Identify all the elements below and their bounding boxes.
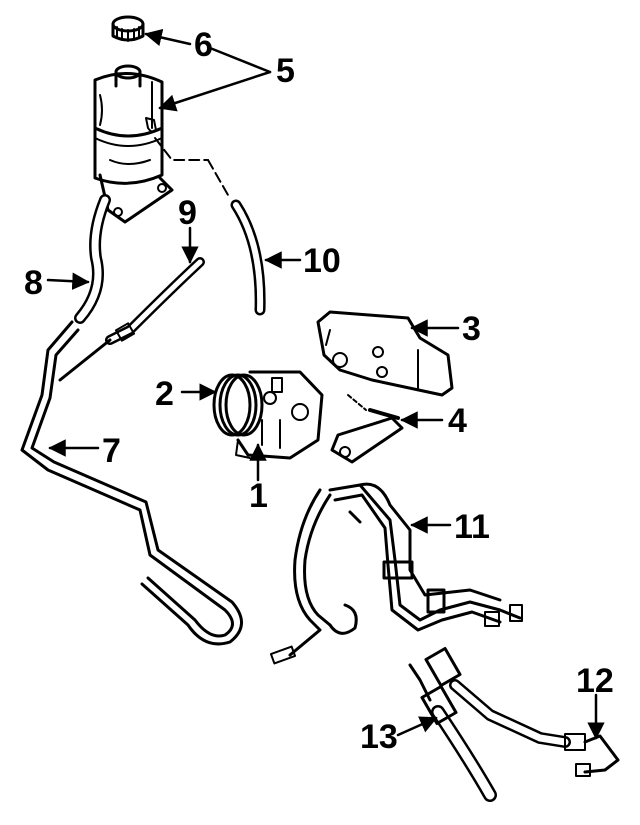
callout-10: 10 xyxy=(303,242,341,280)
reservoir-part xyxy=(93,64,174,224)
callout-8: 8 xyxy=(24,264,43,302)
feed-hose-part xyxy=(74,194,111,324)
bracket-part xyxy=(316,310,454,397)
cooler-pipe-part xyxy=(20,320,243,646)
adjuster-part xyxy=(330,394,404,464)
leader-5a xyxy=(158,70,272,112)
reservoir-cap-part xyxy=(111,15,145,42)
callout-1: 1 xyxy=(249,477,268,515)
return-hose-part xyxy=(154,137,266,316)
leader-13 xyxy=(396,716,438,737)
callout-2: 2 xyxy=(155,375,174,413)
callout-12: 12 xyxy=(576,662,614,700)
callout-leaders xyxy=(46,28,605,740)
pump-inlet-hose-part xyxy=(105,257,205,345)
callout-7: 7 xyxy=(102,432,121,470)
callout-4: 4 xyxy=(448,402,467,440)
leader-8 xyxy=(46,272,90,290)
callout-3: 3 xyxy=(462,310,481,348)
callout-labels: 1 2 3 4 5 6 7 8 9 10 11 12 13 xyxy=(24,26,614,756)
hose-13-part xyxy=(408,663,497,802)
callout-9: 9 xyxy=(178,194,197,232)
line-12-part xyxy=(424,647,620,777)
callout-11: 11 xyxy=(454,508,490,546)
leader-6 xyxy=(144,28,192,47)
callout-5: 5 xyxy=(276,52,295,90)
callout-13: 13 xyxy=(360,718,398,756)
leader-5b xyxy=(208,46,272,74)
pressure-hose-part xyxy=(269,482,523,665)
pump-part xyxy=(212,370,324,460)
callout-6: 6 xyxy=(194,26,213,64)
